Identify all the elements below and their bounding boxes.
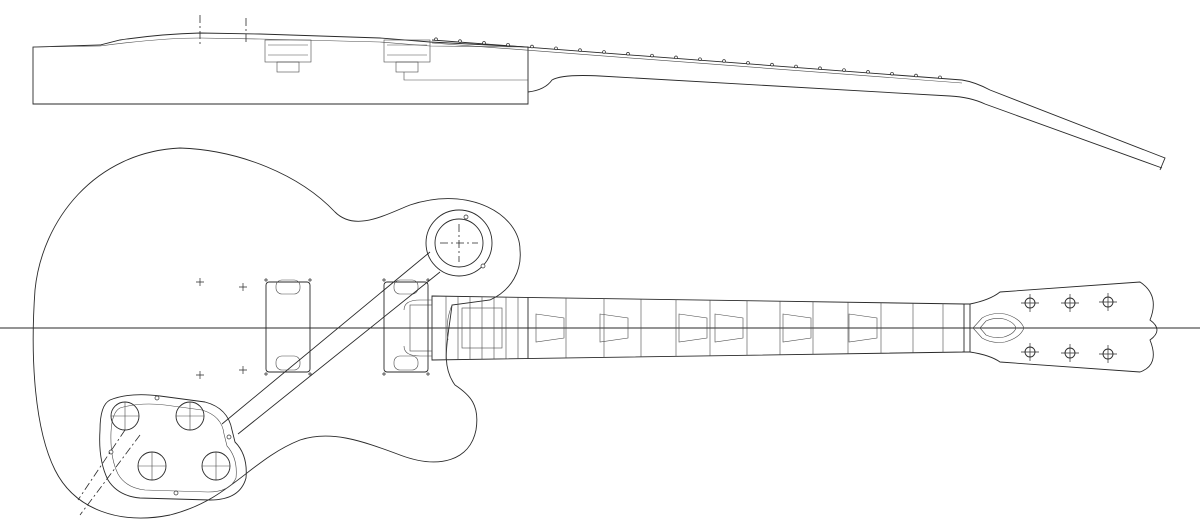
mount-crosses <box>196 278 247 379</box>
tuner-hole-cross-4 <box>1021 343 1039 361</box>
control-cavity <box>77 394 247 516</box>
truss-rod-cover <box>972 313 1025 343</box>
body-waist-detail <box>446 304 453 341</box>
side-fret-markers <box>434 37 942 80</box>
headstock-outline <box>969 281 1158 373</box>
neck-pickup-route <box>264 278 312 376</box>
side-fret-dot-13 <box>722 59 726 63</box>
trapezoid-inlay-1 <box>535 313 565 343</box>
side-fret-dot-5 <box>530 44 534 49</box>
side-fret-dot-17 <box>818 66 822 71</box>
nut <box>962 303 971 353</box>
side-fret-dot-22 <box>938 75 942 80</box>
neck-side-top <box>431 39 963 81</box>
neck-tenon-line <box>403 72 528 81</box>
side-fret-dot-2 <box>458 39 462 43</box>
tuner-hole-cross-1 <box>1021 294 1039 312</box>
truss-rod-cover-inner <box>979 318 1017 338</box>
toggle-switch-cavity <box>425 209 493 277</box>
top-view <box>0 147 1200 519</box>
side-fret-dot-6 <box>554 46 558 51</box>
trapezoid-inlay-6 <box>848 313 878 343</box>
tuner-holes <box>1021 293 1117 363</box>
body-side-outline <box>32 32 529 105</box>
side-fret-dot-8 <box>602 50 606 54</box>
control-knob-holes <box>110 401 231 481</box>
tuner-hole-cross-6 <box>1099 345 1117 363</box>
tuner-hole-cross-2 <box>1061 294 1079 312</box>
side-fret-dot-9 <box>626 52 630 56</box>
carved-top-line <box>32 37 529 48</box>
side-fret-dot-4 <box>506 42 510 47</box>
side-fret-dot-16 <box>794 64 798 69</box>
trapezoid-inlay-4 <box>714 313 744 343</box>
trapezoid-inlay-2 <box>599 313 629 343</box>
jack-line-a <box>79 434 141 516</box>
side-pickup-cavity-neck <box>264 39 312 73</box>
neck-heel-block-1 <box>461 307 503 349</box>
side-fret-dot-15 <box>770 62 774 67</box>
side-fret-dot-12 <box>698 57 702 61</box>
bridge-pickup-route <box>382 278 432 376</box>
tuner-hole-cross-3 <box>1099 293 1117 311</box>
tuner-hole-cross-5 <box>1061 344 1079 362</box>
side-pickup-cavity-bridge <box>383 39 431 73</box>
fret-inlays <box>409 304 878 352</box>
jack-line-b <box>77 429 126 501</box>
wire-channel <box>221 251 441 435</box>
side-fret-dot-18 <box>842 68 846 72</box>
side-fret-dot-7 <box>578 48 582 52</box>
body-outline <box>32 147 521 519</box>
side-fret-dot-11 <box>674 55 678 60</box>
trapezoid-inlay-5 <box>782 313 812 343</box>
side-fret-dot-21 <box>914 73 918 78</box>
frets <box>445 296 944 360</box>
side-fret-dot-20 <box>890 71 894 76</box>
side-fret-dot-3 <box>482 41 486 45</box>
headstock-side <box>961 79 1166 171</box>
neck-side-fretboard <box>431 42 963 84</box>
neck-side-bottom <box>527 75 1163 169</box>
side-fret-dot-19 <box>866 70 870 74</box>
trapezoid-inlay-3 <box>678 313 708 343</box>
side-view <box>32 15 1166 171</box>
side-fret-dot-14 <box>746 61 750 65</box>
side-fret-dot-1 <box>434 37 438 42</box>
side-fret-dot-10 <box>650 53 654 58</box>
neck-heel-block-2 <box>409 304 433 352</box>
